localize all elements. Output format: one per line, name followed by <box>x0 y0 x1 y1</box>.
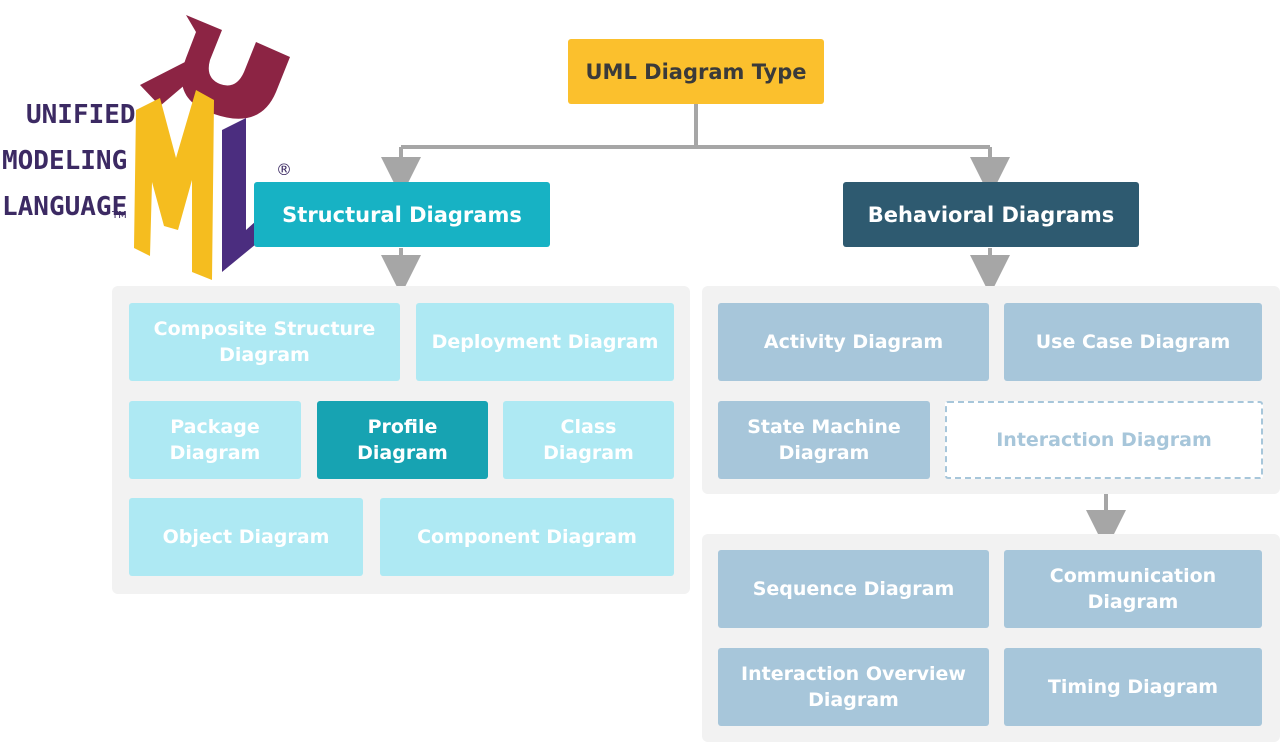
uml-diagram-type-node: UML Diagram Type <box>568 39 824 104</box>
component-diagram-node: Component Diagram <box>380 498 674 576</box>
behavioral-diagrams-node: Behavioral Diagrams <box>843 182 1139 247</box>
logo-line-modeling: MODELING <box>2 146 128 176</box>
activity-diagram-node: Activity Diagram <box>718 303 989 381</box>
timing-diagram-node: Timing Diagram <box>1004 648 1262 726</box>
logo-line-unified: UNIFIED <box>26 100 136 130</box>
communication-diagram-node: Communication Diagram <box>1004 550 1262 628</box>
sequence-diagram-node: Sequence Diagram <box>718 550 989 628</box>
profile-diagram-node: Profile Diagram <box>317 401 488 479</box>
object-diagram-node: Object Diagram <box>129 498 363 576</box>
structural-diagrams-node: Structural Diagrams <box>254 182 550 247</box>
interaction-diagram-node: Interaction Diagram <box>945 401 1263 479</box>
package-diagram-node: Package Diagram <box>129 401 301 479</box>
logo-registered-mark: ® <box>276 160 292 179</box>
use-case-diagram-node: Use Case Diagram <box>1004 303 1262 381</box>
logo-trademark: TM <box>112 210 127 221</box>
interaction-overview-diagram-node: Interaction Overview Diagram <box>718 648 989 726</box>
uml-letters-icon <box>134 15 290 280</box>
uml-logo: UNIFIED MODELING LANGUAGE TM ® <box>0 10 300 280</box>
composite-structure-diagram-node: Composite Structure Diagram <box>129 303 400 381</box>
deployment-diagram-node: Deployment Diagram <box>416 303 674 381</box>
class-diagram-node: Class Diagram <box>503 401 674 479</box>
logo-line-language: LANGUAGE <box>2 192 128 222</box>
state-machine-diagram-node: State Machine Diagram <box>718 401 930 479</box>
